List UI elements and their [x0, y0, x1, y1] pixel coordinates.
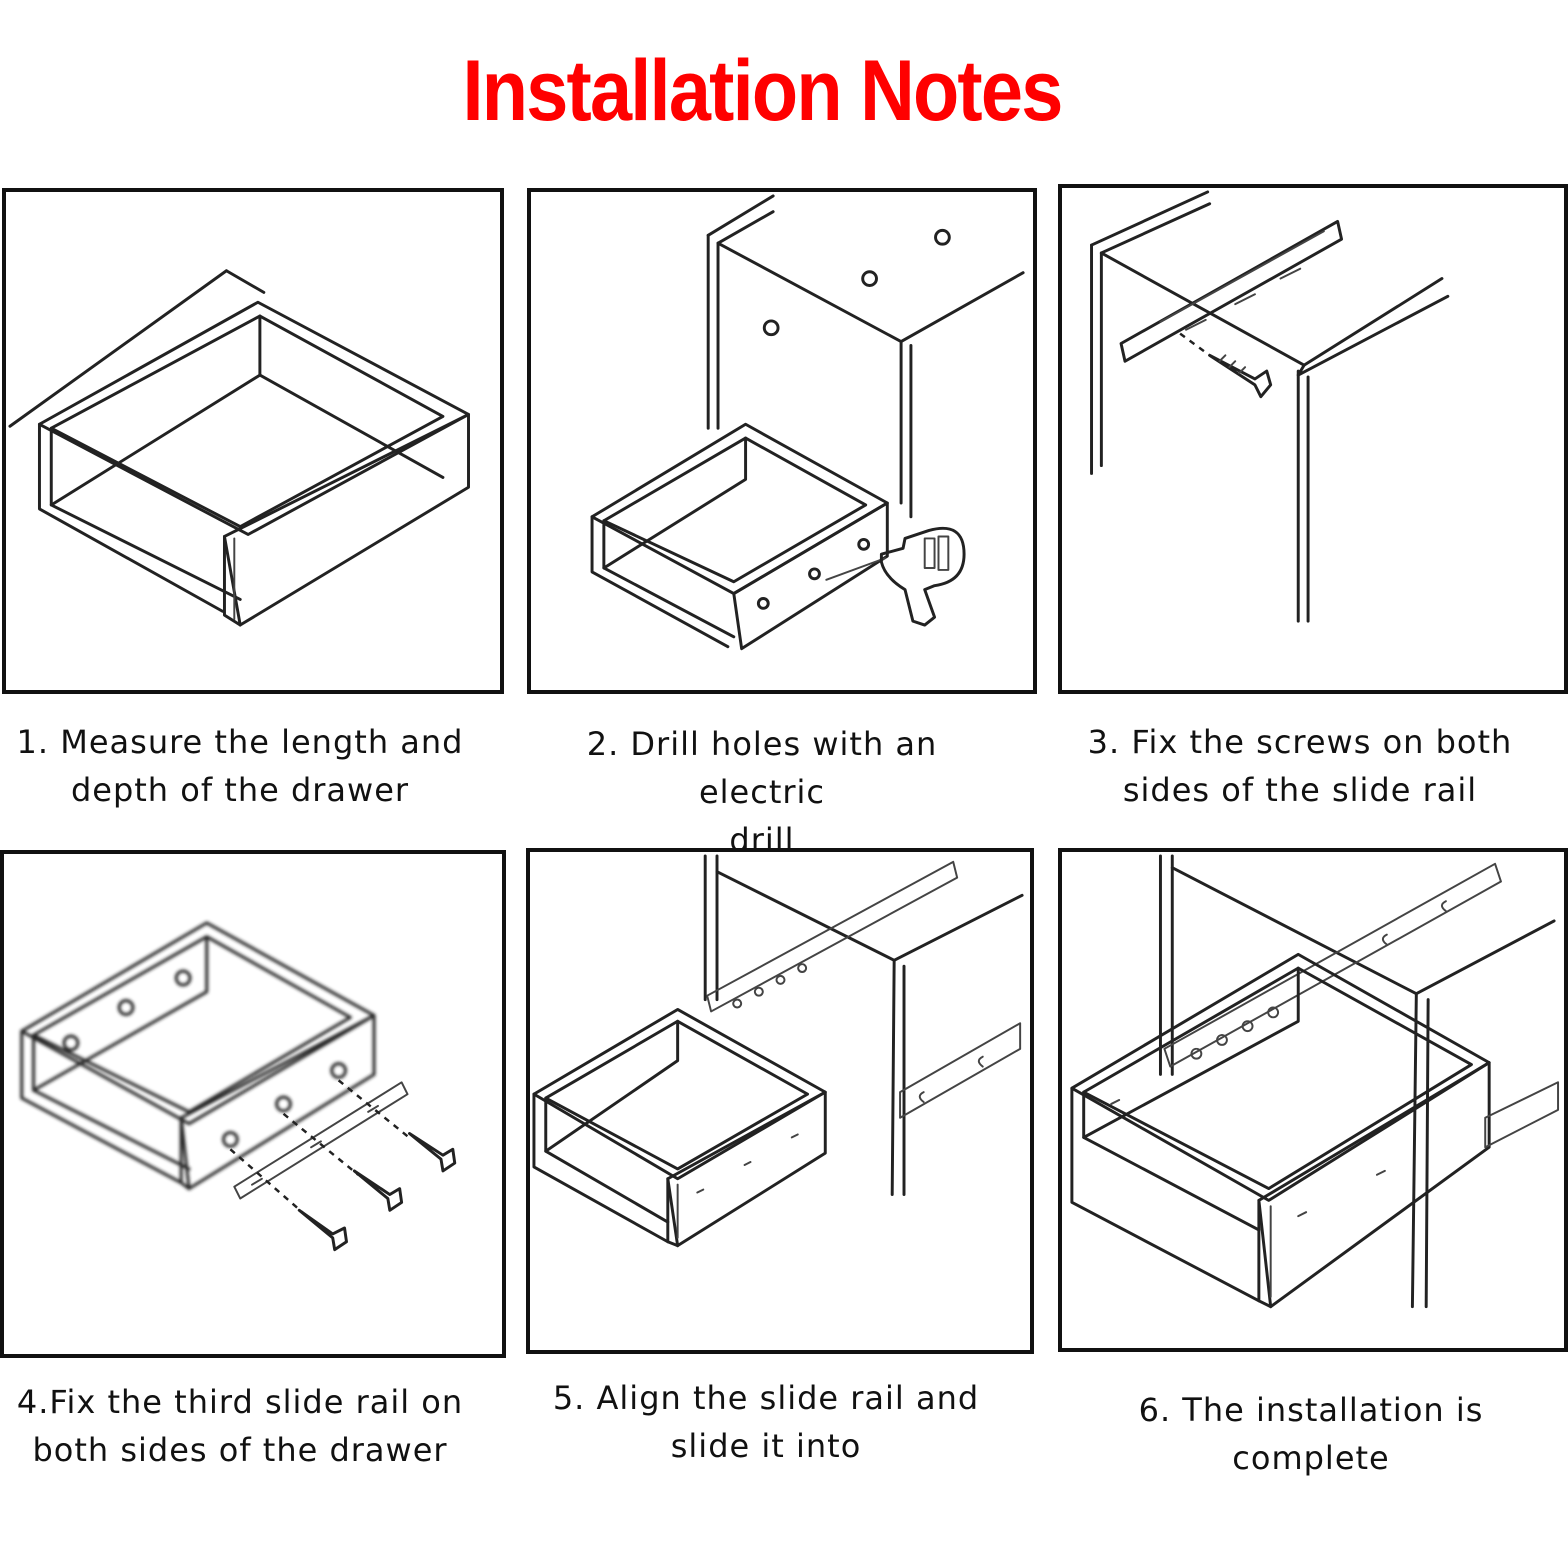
step-2-panel [527, 188, 1037, 694]
step-1-panel [2, 188, 504, 694]
step-4-panel [0, 850, 506, 1358]
electric-drill-icon [590, 194, 1025, 651]
step-5-caption: 5. Align the slide rail and slide it int… [552, 1379, 980, 1465]
step-6-panel [1058, 848, 1568, 1352]
step-4-caption: 4.Fix the third slide rail on both sides… [16, 1383, 464, 1469]
drawer-rail-screws-icon [20, 921, 457, 1252]
drawer-measure-icon [8, 269, 470, 627]
installed-drawer-icon [1070, 854, 1560, 1309]
step-6-caption: 6. The installation is complete [1138, 1391, 1484, 1477]
step-3-caption: 3. Fix the screws on both sides of the s… [1087, 723, 1513, 809]
step-5-panel [526, 848, 1034, 1354]
step-2-caption: 2. Drill holes with an electric drill [586, 725, 938, 859]
slide-rail-screw-icon [1090, 190, 1450, 623]
page-title: Installation Notes [462, 43, 1063, 139]
drawer-insert-icon [532, 854, 1024, 1248]
step-3-panel [1058, 184, 1568, 694]
step-1-caption: 1. Measure the length and depth of the d… [16, 723, 464, 809]
